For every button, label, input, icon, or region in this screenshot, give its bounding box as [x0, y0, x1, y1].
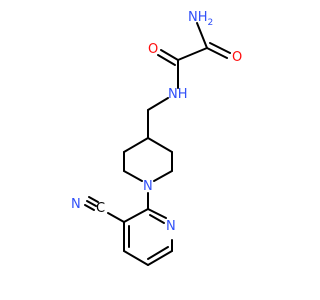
- bonds: [84, 22, 231, 266]
- bond-amide-c-nh2: [196, 22, 208, 49]
- bond-py-6b: [149, 214, 165, 224]
- atom-o-left: O: [148, 42, 158, 57]
- bond-py-1: [123, 208, 149, 223]
- atom-nh2-label: NH2: [188, 10, 213, 28]
- bond-py-6: [147, 208, 167, 219]
- bond-cn-triple-3: [84, 204, 95, 211]
- bond-cn-triple-1: [86, 200, 97, 207]
- atom-nh2-main: NH: [188, 10, 208, 25]
- bond-co-left-a: [160, 49, 179, 61]
- bond-oxalyl-cc: [177, 47, 208, 61]
- bond-cn-triple-2: [88, 196, 99, 203]
- bond-co-right-a: [206, 47, 228, 59]
- bond-py-3: [123, 250, 149, 266]
- bond-pip-1: [123, 137, 149, 153]
- bond-pip-3: [123, 170, 143, 182]
- bond-pip-6: [147, 137, 173, 153]
- bond-pip-4: [153, 170, 173, 182]
- bond-py-4b: [147, 246, 169, 260]
- atom-o-right: O: [232, 50, 242, 65]
- atom-nitrile-n: N: [71, 197, 81, 212]
- atom-nh2-sub: 2: [208, 18, 214, 28]
- bond-co-left-b: [157, 54, 176, 66]
- atom-nh: NH: [168, 87, 188, 102]
- bond-nh-ch2: [147, 97, 169, 111]
- atom-piperidine-n: N: [143, 179, 153, 194]
- bond-c3-cn: [107, 212, 125, 223]
- bond-co-right-b: [209, 42, 231, 54]
- atom-nitrile-c: C: [96, 201, 105, 216]
- bond-py-4: [147, 250, 173, 266]
- atom-pyridine-n: N: [166, 219, 176, 234]
- atom-labels: NH2 O O NH N N C N: [71, 10, 242, 234]
- molecule-structure: NH2 O O NH N N C N: [71, 10, 242, 266]
